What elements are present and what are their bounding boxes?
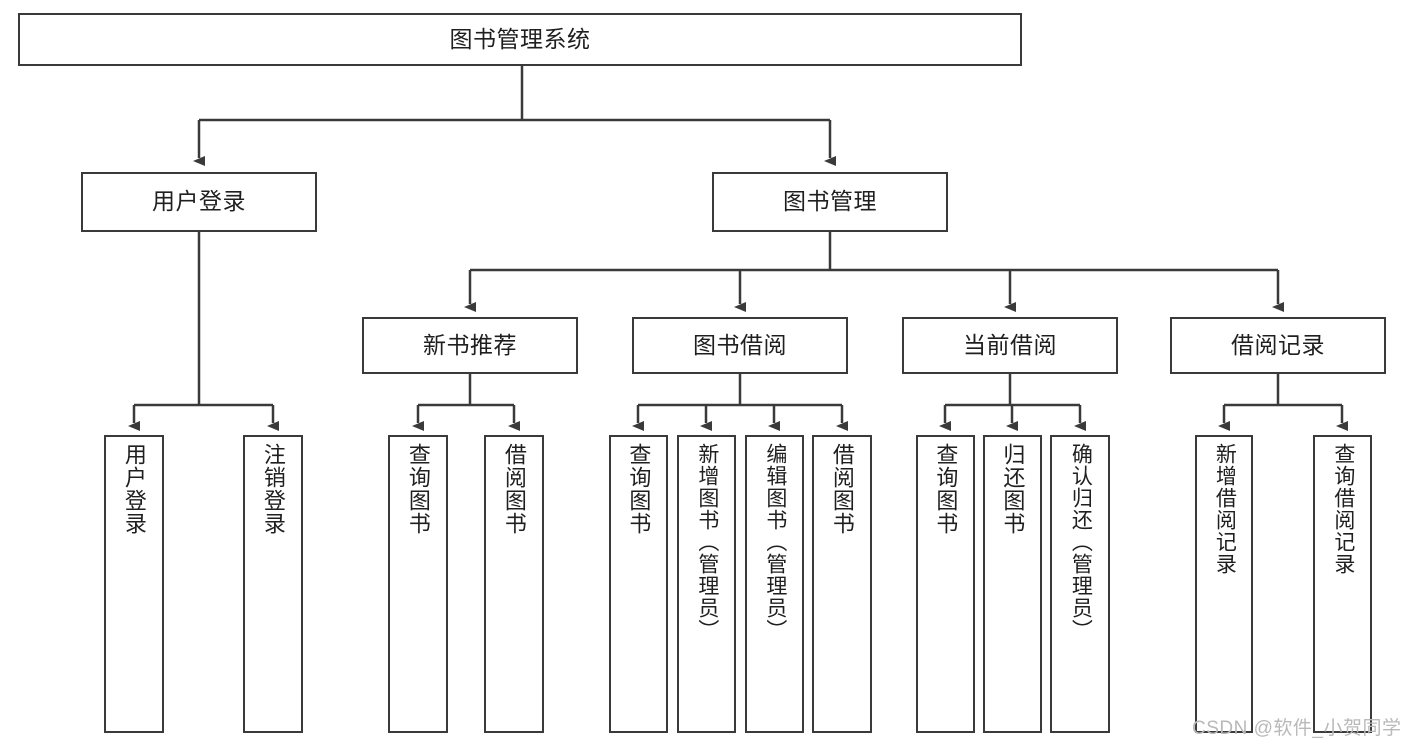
node-leaf-query-record-label: 查询借阅记录 — [1331, 443, 1355, 575]
node-leaf-query-book-2[interactable]: 查询图书 — [609, 435, 668, 733]
node-leaf-add-record[interactable]: 新增借阅记录 — [1195, 435, 1253, 733]
node-leaf-confirm-return[interactable]: 确认归还（管理员） — [1050, 435, 1110, 733]
node-leaf-return-book[interactable]: 归还图书 — [983, 435, 1042, 733]
node-leaf-return-book-label: 归还图书 — [1000, 443, 1026, 535]
node-leaf-borrow-book-1[interactable]: 借阅图书 — [484, 435, 544, 733]
node-current-borrow-label: 当前借阅 — [963, 331, 1057, 358]
node-leaf-edit-book-label: 编辑图书（管理员） — [763, 443, 787, 641]
node-new-book-recommend[interactable]: 新书推荐 — [362, 317, 578, 374]
node-new-book-recommend-label: 新书推荐 — [423, 331, 517, 358]
node-leaf-query-book-2-label: 查询图书 — [626, 443, 652, 535]
node-user-login[interactable]: 用户登录 — [81, 172, 317, 232]
node-leaf-logout[interactable]: 注销登录 — [243, 435, 303, 733]
node-leaf-add-book-label: 新增图书（管理员） — [695, 443, 719, 641]
node-leaf-user-login[interactable]: 用户登录 — [104, 435, 164, 733]
node-leaf-query-book-3[interactable]: 查询图书 — [916, 435, 975, 733]
node-leaf-edit-book[interactable]: 编辑图书（管理员） — [745, 435, 804, 733]
node-leaf-confirm-return-label: 确认归还（管理员） — [1069, 443, 1093, 641]
node-book-manage-label: 图书管理 — [783, 188, 877, 215]
node-leaf-query-book-1[interactable]: 查询图书 — [388, 435, 448, 733]
node-leaf-query-book-1-label: 查询图书 — [405, 443, 431, 535]
node-leaf-add-book[interactable]: 新增图书（管理员） — [677, 435, 736, 733]
node-leaf-borrow-book-2[interactable]: 借阅图书 — [812, 435, 872, 733]
node-root-label: 图书管理系统 — [449, 25, 591, 52]
node-leaf-borrow-book-1-label: 借阅图书 — [501, 443, 527, 535]
node-user-login-label: 用户登录 — [152, 188, 246, 215]
node-current-borrow[interactable]: 当前借阅 — [902, 317, 1118, 374]
node-leaf-query-book-3-label: 查询图书 — [933, 443, 959, 535]
node-book-manage[interactable]: 图书管理 — [712, 172, 948, 232]
node-book-borrow[interactable]: 图书借阅 — [632, 317, 848, 374]
node-leaf-logout-label: 注销登录 — [260, 443, 286, 535]
node-root[interactable]: 图书管理系统 — [18, 13, 1022, 66]
node-borrow-record[interactable]: 借阅记录 — [1170, 317, 1386, 374]
node-leaf-query-record[interactable]: 查询借阅记录 — [1313, 435, 1372, 733]
node-leaf-borrow-book-2-label: 借阅图书 — [829, 443, 855, 535]
node-borrow-record-label: 借阅记录 — [1231, 331, 1325, 358]
node-leaf-add-record-label: 新增借阅记录 — [1213, 443, 1237, 575]
node-leaf-user-login-label: 用户登录 — [121, 443, 147, 535]
node-book-borrow-label: 图书借阅 — [693, 331, 787, 358]
csdn-watermark: CSDN @软件_小贺同学 — [1192, 718, 1402, 739]
